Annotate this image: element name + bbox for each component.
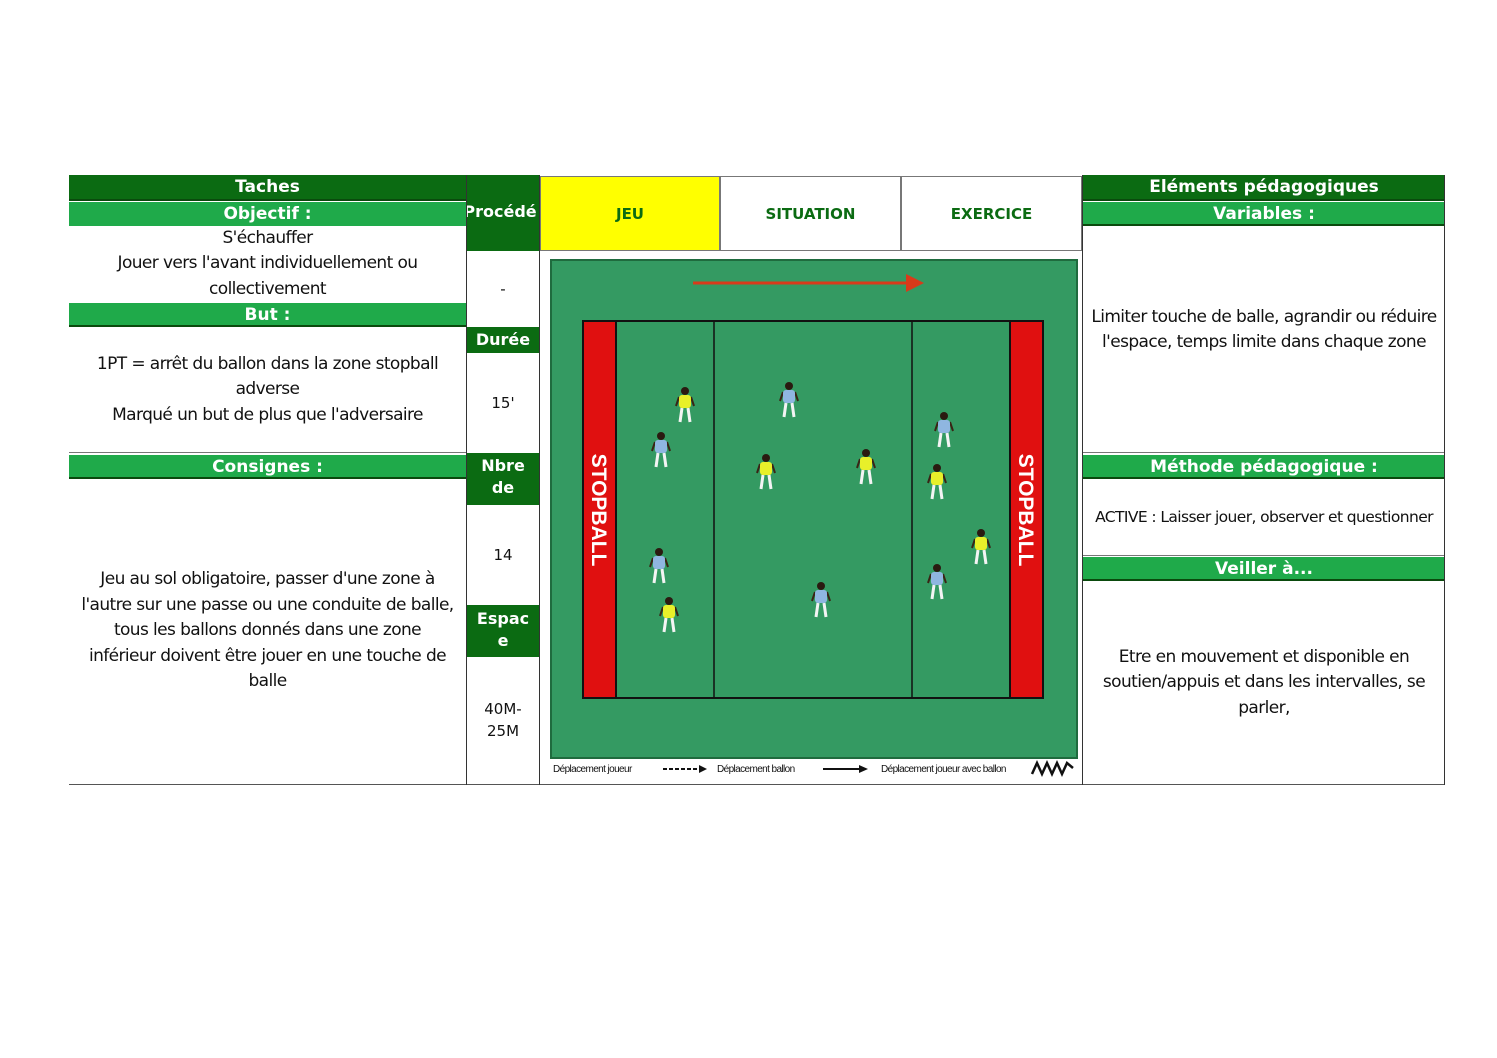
nbre-header: Nbre de (467, 453, 539, 505)
nbre-label: de (491, 478, 515, 497)
player-blue (934, 412, 954, 448)
divider (1083, 555, 1445, 556)
procede-header: Procédé (467, 175, 539, 251)
player-blue (649, 548, 669, 584)
veiller-text: Etre en mouvement et disponible en souti… (1083, 583, 1445, 783)
divider (466, 175, 467, 785)
legend-arrowhead (859, 765, 868, 773)
objectif-line: S'échauffer (222, 227, 313, 248)
divider (1082, 175, 1083, 785)
variables-line: l'espace, temps limite dans chaque zone (1102, 332, 1427, 352)
tab-situation[interactable]: SITUATION (720, 176, 901, 251)
player-blue (927, 564, 947, 600)
nbre-value: 14 (493, 546, 513, 564)
variables-header: Variables : (1083, 202, 1445, 226)
tab-jeu[interactable]: JEU (540, 176, 720, 251)
player-blue (811, 582, 831, 618)
veiller-line: soutien/appuis et dans les intervalles, … (1102, 672, 1426, 693)
direction-arrow-head (906, 274, 924, 292)
player-yellow (756, 454, 776, 490)
tab-exercice[interactable]: EXERCICE (901, 176, 1082, 251)
stopball-zone-left (582, 320, 617, 699)
objectif-text: S'échauffer Jouer vers l'avant individue… (69, 226, 466, 302)
consignes-header: Consignes : (69, 455, 466, 479)
but-header: But : (69, 303, 466, 327)
stopball-label-left: STOPBALL (587, 454, 610, 567)
consignes-text: Jeu au sol obligatoire, passer d'une zon… (69, 481, 466, 781)
field-diagram: STOPBALL STOPBALL Déplacement joueur Dép… (550, 259, 1078, 778)
objectif-line: Jouer vers l'avant individuellement ou (117, 253, 419, 274)
stopball-zone-right (1009, 320, 1044, 699)
veiller-header: Veiller à... (1083, 557, 1445, 581)
divider (69, 452, 466, 453)
espace-header: Espac e (467, 605, 539, 657)
objectif-line: collectivement (209, 278, 327, 299)
veiller-line: parler, (1238, 697, 1290, 718)
espace-value-line: 40M- (484, 700, 522, 718)
legend-ballon: Déplacement ballon (717, 764, 795, 775)
but-line: adverse (235, 379, 300, 400)
stopball-label-right: STOPBALL (1014, 454, 1037, 567)
procede-value: - (500, 280, 506, 298)
player-blue (779, 382, 799, 418)
players (649, 382, 991, 633)
espace-value: 40M- 25M (467, 657, 539, 783)
legend-joueur-ballon: Déplacement joueur avec ballon (881, 764, 1006, 775)
session-sheet (69, 175, 1445, 785)
consignes-line: tous les ballons donnés dans une zone (113, 620, 422, 641)
consignes-line: Jeu au sol obligatoire, passer d'une zon… (100, 569, 435, 590)
procede-label: Procédé (467, 202, 537, 221)
objectif-header: Objectif : (69, 202, 466, 226)
espace-value-line: 25M (486, 722, 520, 740)
but-line: Marqué un but de plus que l'adversaire (112, 404, 423, 425)
elements-header: Eléments pédagogiques (1083, 175, 1445, 201)
espace-label: Espac (476, 609, 530, 628)
consignes-line: l'autre sur une passe ou une conduite de… (81, 594, 454, 615)
player-yellow (659, 597, 679, 633)
nbre-label: Nbre (481, 456, 525, 475)
player-yellow (856, 449, 876, 485)
but-text: 1PT = arrêt du ballon dans la zone stopb… (69, 329, 466, 451)
methode-header: Méthode pédagogique : (1083, 455, 1445, 479)
methode-text: ACTIVE : Laisser jouer, observer et ques… (1095, 508, 1433, 527)
legend-arrowhead (699, 765, 707, 773)
veiller-line: Etre en mouvement et disponible en (1118, 646, 1410, 667)
field-background (550, 259, 1078, 759)
espace-label: e (497, 631, 509, 650)
player-yellow (675, 387, 695, 423)
player-yellow (927, 464, 947, 500)
player-yellow (971, 529, 991, 565)
player-blue (651, 432, 671, 468)
but-line: 1PT = arrêt du ballon dans la zone stopb… (96, 353, 439, 374)
duree-value: 15' (491, 394, 515, 412)
divider (539, 175, 540, 785)
taches-header: Taches (69, 175, 466, 201)
divider (1083, 452, 1445, 453)
divider (1444, 175, 1445, 785)
legend-joueur: Déplacement joueur (553, 764, 633, 775)
variables-text: Limiter touche de balle, agrandir ou réd… (1083, 228, 1445, 452)
variables-line: Limiter touche de balle, agrandir ou réd… (1091, 306, 1437, 327)
legend-wavy-arrow (1030, 759, 1074, 778)
consignes-line: balle (248, 671, 287, 692)
consignes-line: inférieur doivent être jouer en une touc… (88, 645, 447, 666)
duree-header: Durée (467, 327, 539, 353)
